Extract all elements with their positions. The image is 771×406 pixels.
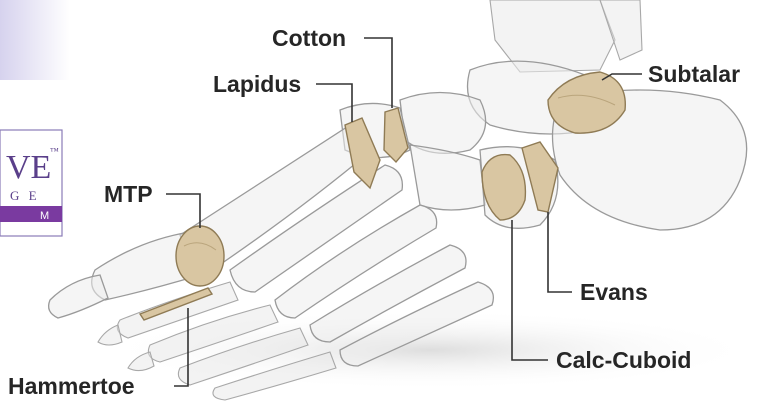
leader-evans — [548, 212, 572, 292]
logo-main-text: VE — [6, 149, 51, 186]
brand-logo: VE ™ G E M — [0, 130, 62, 236]
label-calc-cuboid: Calc-Cuboid — [556, 347, 691, 373]
decorative-panel — [0, 0, 70, 80]
leader-cotton — [364, 38, 392, 108]
logo-tm-text: ™ — [50, 146, 59, 156]
logo-band-text: M — [40, 210, 49, 222]
logo-sub-text: G E — [10, 188, 40, 203]
label-cotton: Cotton — [272, 25, 346, 51]
logo-band — [0, 206, 62, 222]
label-subtalar: Subtalar — [648, 61, 740, 87]
label-mtp: MTP — [104, 181, 153, 207]
label-hammertoe: Hammertoe — [8, 373, 135, 399]
label-lapidus: Lapidus — [213, 71, 301, 97]
wedge-mtp — [176, 226, 224, 286]
leader-mtp — [166, 194, 200, 228]
label-evans: Evans — [580, 279, 648, 305]
